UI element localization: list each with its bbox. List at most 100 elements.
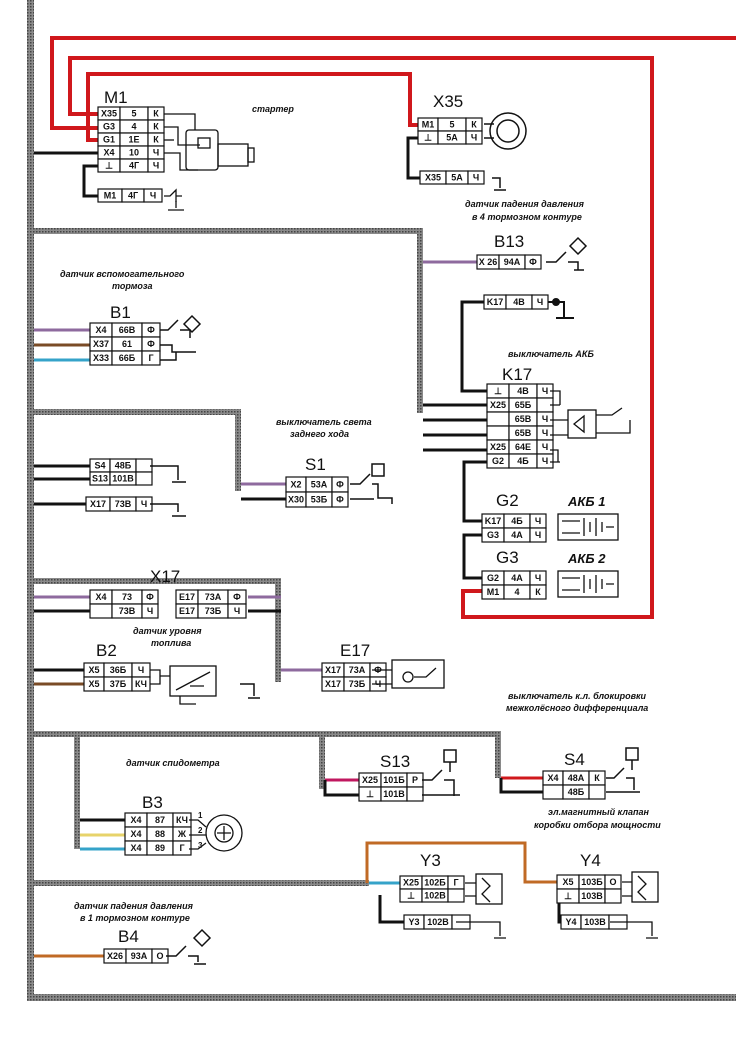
connector-cell-text: К [153, 109, 159, 119]
connector-x17-left: X17 73В Ч [85, 496, 153, 512]
connector-cell-text: 73Б [205, 606, 222, 616]
connector-cell-text: 61 [122, 339, 132, 349]
connector-cell-text: Ч [141, 499, 147, 509]
connector-cell-text: Ж [177, 829, 187, 839]
connector-cell [447, 888, 465, 903]
caption-b4-2: в 1 тормозном контуре [80, 913, 190, 923]
connector-cell-text: 5 [131, 109, 136, 119]
connector-cell-text: 53А [311, 480, 328, 490]
x35-pressure-sensor-symbol [484, 112, 527, 191]
caption-valve-1: эл.магнитный клапан [548, 807, 649, 817]
connector-cell-text: К [535, 587, 541, 597]
connector-cell-text: 73 [122, 592, 132, 602]
connector-cell-text: ⊥ [424, 133, 432, 143]
b13-switch-symbol [546, 236, 588, 271]
connector-cell-text: X4 [103, 148, 114, 158]
caption-b1-2: тормоза [112, 281, 153, 291]
connector-cell [465, 130, 483, 145]
b3-pin-3: 3 [198, 841, 203, 850]
connector-cell-text: 102В [424, 891, 446, 901]
connector-cell-text: G3 [487, 530, 499, 540]
connector-cell-text: X4 [130, 843, 141, 853]
b3-pin-1: 1 [198, 811, 203, 820]
connector-cell-text: 103Б [581, 877, 603, 887]
connector-cell-text: К [594, 773, 600, 783]
g2-title: G2 [496, 491, 519, 510]
s13-switch-symbol [422, 749, 460, 796]
connector-cell-text: 73В [115, 499, 132, 509]
connector-cell-text: Ф [147, 325, 155, 335]
connector-cell-text: КЧ [176, 815, 188, 825]
x17-title: X17 [150, 567, 180, 586]
connector-cell-text: 65В [515, 428, 532, 438]
connector-cell-text: ⊥ [407, 891, 415, 901]
connector-cell [486, 411, 510, 427]
connector-cell-text: 65В [515, 414, 532, 424]
connector-cell-text: ⊥ [564, 891, 572, 901]
s1-switch-symbol [350, 463, 393, 504]
b13-title: B13 [494, 232, 524, 251]
connector-cell [143, 188, 163, 203]
connector-cell-text: X25 [490, 442, 506, 452]
connector-cell-text: M1 [487, 587, 500, 597]
connector-cell-text: M1 [104, 191, 117, 201]
caption-k17: выключатель АКБ [508, 349, 594, 359]
b2-title: B2 [96, 641, 117, 660]
starter-symbol [164, 113, 255, 211]
connector-cell-text: 103В [581, 891, 603, 901]
connector-cell-text: X17 [325, 679, 341, 689]
ground-bus [27, 0, 736, 1001]
k17-relay-symbol [550, 390, 631, 463]
connector-cell-text: Г [453, 878, 458, 888]
connector-cell-text: E17 [179, 606, 195, 616]
connector-cell [406, 786, 424, 802]
y3-title: Y3 [420, 851, 441, 870]
connector-cell-text: X35 [101, 109, 117, 119]
connector-cell [486, 425, 510, 441]
caption-lock-2: межколёсного дифференциала [506, 703, 648, 713]
connector-cell-text: ⊥ [105, 161, 113, 171]
connector-cell-text: X25 [490, 400, 506, 410]
caption-b4-1: датчик падения давления [74, 901, 194, 911]
fuel-level-sensor-symbol [150, 665, 217, 705]
connector-cell [89, 603, 113, 619]
caption-b2-2: топлива [151, 638, 191, 648]
caption-x35-2: в 4 тормозном контуре [472, 212, 582, 222]
connector-cell-text: S4 [94, 461, 105, 471]
connector-cell [529, 527, 547, 543]
caption-valve-2: коробки отбора мощности [534, 820, 661, 830]
connector-cell-text: Y4 [565, 917, 576, 927]
connector-cell-text: 36Б [110, 665, 127, 675]
connector-cell-text: 93А [131, 951, 148, 961]
connector-cell-text: X17 [90, 499, 106, 509]
connector-cell-text: X2 [290, 480, 301, 490]
caption-b3: датчик спидометра [126, 758, 220, 768]
connector-cell [147, 158, 165, 173]
battery-symbols [557, 513, 619, 598]
connector-cell-text: КЧ [135, 679, 147, 689]
connector-cell-text: 65Б [515, 400, 532, 410]
connector-cell-text: 4 [514, 587, 519, 597]
connector-cell-text: 4А [511, 573, 523, 583]
connector-cell-text: M1 [422, 120, 435, 130]
connector-cell-text: X4 [130, 815, 141, 825]
connector-cell-text: Ч [535, 573, 541, 583]
connector-cell-text: К [153, 122, 159, 132]
connector-cell-text: 66В [119, 325, 136, 335]
connector-cell [172, 840, 192, 856]
akb1-title: АКБ 1 [567, 494, 605, 509]
connector-cell-text: 94А [504, 257, 521, 267]
connector-cell-text: 48Б [115, 461, 132, 471]
e17-sensor-symbol [372, 659, 445, 689]
